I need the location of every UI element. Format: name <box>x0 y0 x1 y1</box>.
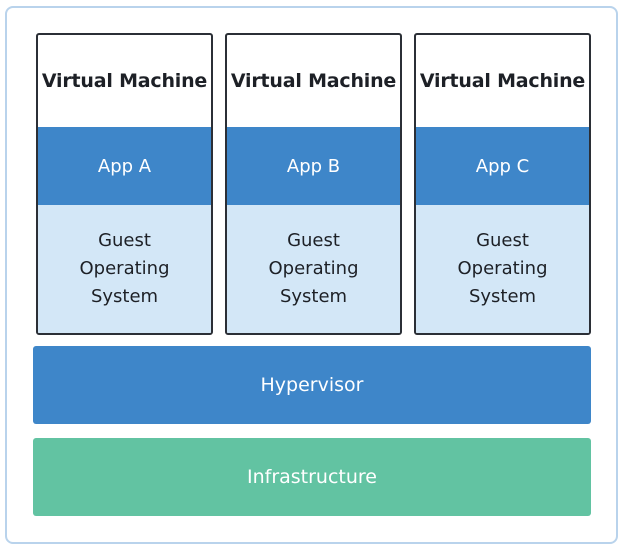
hypervisor-layer: Hypervisor <box>33 346 591 424</box>
guest-os-block: Guest Operating System <box>227 205 400 333</box>
virtual-machine-a: Virtual Machine App A Guest Operating Sy… <box>36 33 213 335</box>
guest-os-block: Guest Operating System <box>416 205 589 333</box>
app-a-block: App A <box>38 127 211 205</box>
virtual-machine-b: Virtual Machine App B Guest Operating Sy… <box>225 33 402 335</box>
guest-os-block: Guest Operating System <box>38 205 211 333</box>
app-c-block: App C <box>416 127 589 205</box>
vm-title: Virtual Machine <box>419 70 586 92</box>
infrastructure-layer: Infrastructure <box>33 438 591 516</box>
vm-title: Virtual Machine <box>230 70 397 92</box>
virtual-machine-c: Virtual Machine App C Guest Operating Sy… <box>414 33 591 335</box>
app-b-block: App B <box>227 127 400 205</box>
vm-title: Virtual Machine <box>41 70 208 92</box>
